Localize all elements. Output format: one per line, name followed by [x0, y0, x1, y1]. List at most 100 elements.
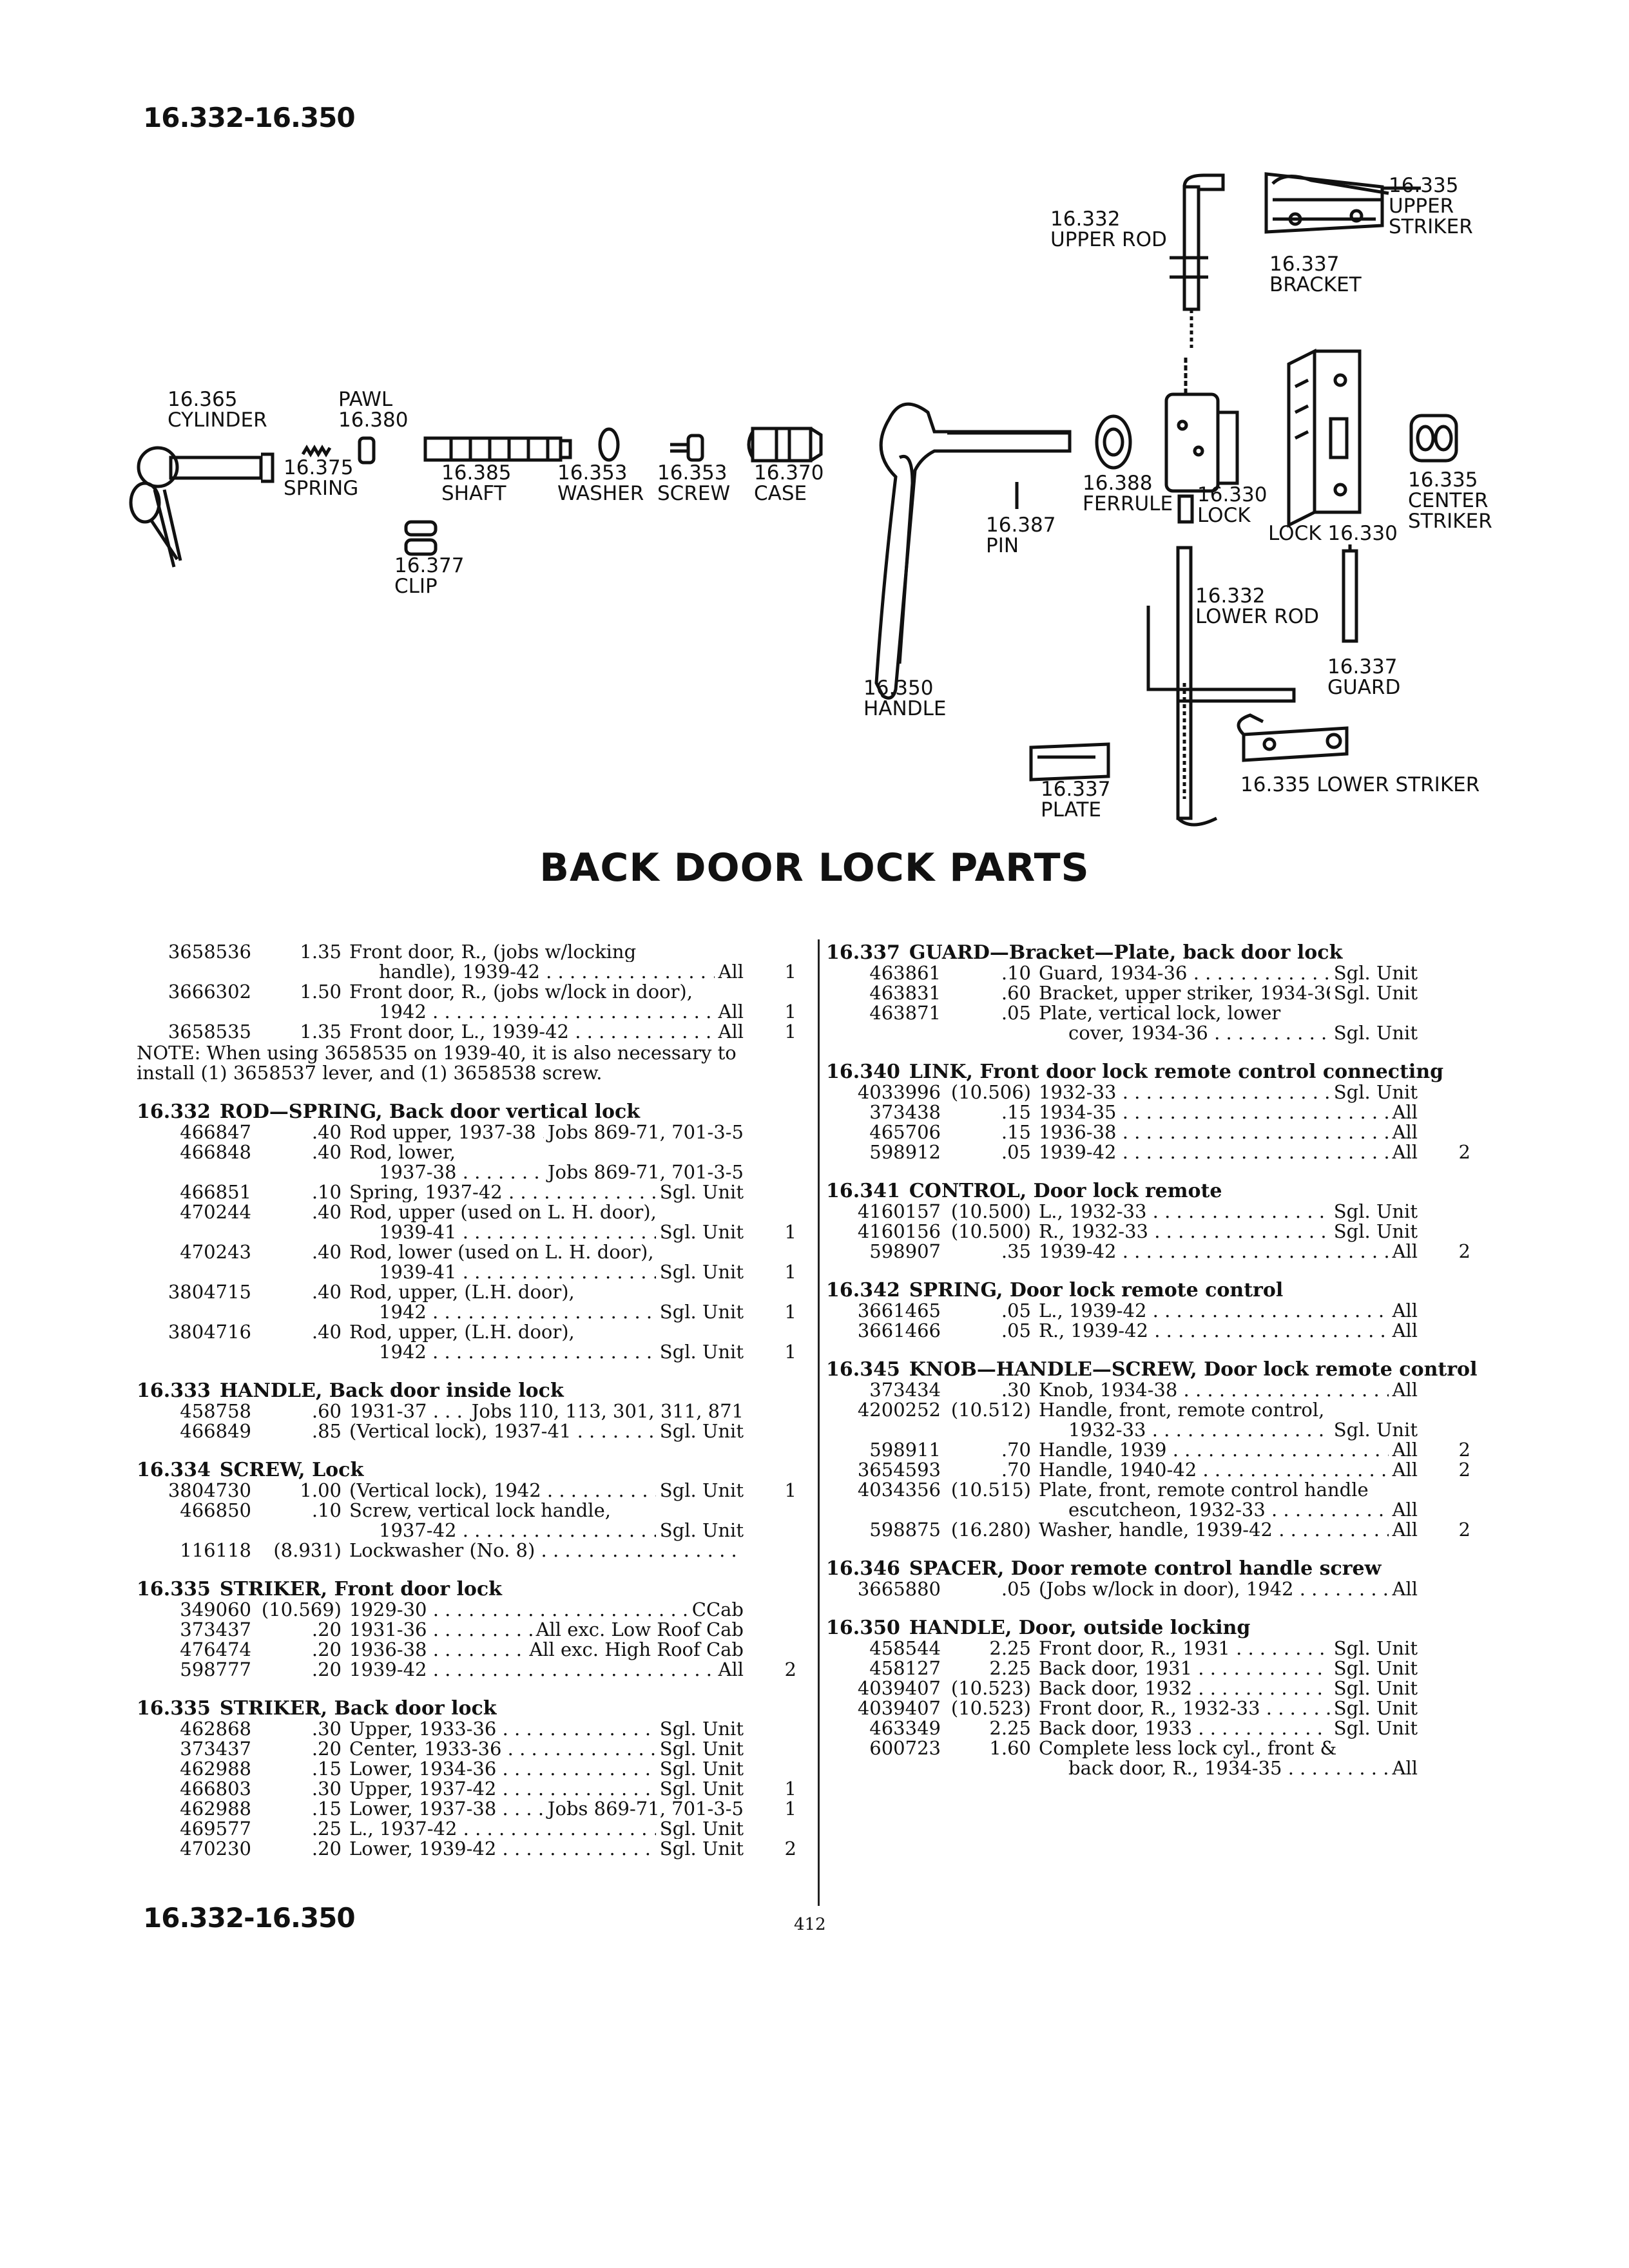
part-description: 1936-38: [349, 1640, 427, 1660]
part-description-cell: 1942 . . . . . . . . . . . . . . . . . .…: [349, 1002, 744, 1022]
part-description-cell: Knob, 1934-38 . . . . . . . . . . . . . …: [1039, 1380, 1418, 1400]
label-washer-num: 16.353: [557, 461, 627, 485]
part-application: All: [1388, 1301, 1418, 1321]
part-description: Lockwasher (No. 8): [349, 1541, 535, 1561]
part-row: 1942 . . . . . . . . . . . . . . . . . .…: [137, 1302, 796, 1322]
part-description-cell: Plate, vertical lock, lower: [1039, 1003, 1418, 1023]
part-price: (10.500): [950, 1220, 1031, 1242]
part-description: 1939-42: [349, 1660, 427, 1680]
screw-drawing: [670, 434, 704, 462]
part-application: All: [1388, 1460, 1418, 1480]
part-row: 4200252(10.512)Handle, front, remote con…: [826, 1400, 1470, 1420]
part-application: All: [1388, 1440, 1418, 1460]
label-spring-name: SPRING: [284, 477, 358, 500]
part-application: Sgl. Unit: [1329, 1639, 1418, 1658]
part-description: Front door, R., (jobs w/lock in door),: [349, 982, 693, 1002]
part-application: Sgl. Unit: [1329, 1082, 1418, 1102]
part-number: 4033996: [857, 1081, 941, 1103]
part-quantity: 1: [784, 1221, 796, 1243]
part-application: CCab: [688, 1600, 744, 1620]
part-application: All: [1388, 1380, 1418, 1400]
part-description: handle), 1939-42: [379, 962, 540, 982]
label-lower-striker: 16.335 LOWER STRIKER: [1240, 773, 1480, 796]
part-number: 116118: [180, 1539, 251, 1561]
part-description: Lower, 1939-42: [349, 1839, 497, 1859]
washer-drawing: [598, 427, 620, 462]
part-row: 4039407(10.523)Back door, 1932 . . . . .…: [826, 1678, 1470, 1698]
part-number: 463831: [869, 982, 941, 1004]
section-number: 16.350: [826, 1617, 900, 1639]
part-number: 469577: [180, 1818, 251, 1840]
part-description-cell: Rod, upper (used on L. H. door),: [349, 1202, 744, 1222]
part-description: 1939-41: [379, 1222, 457, 1242]
label-plate-num: 16.337: [1041, 778, 1110, 801]
part-description: 1934-35: [1039, 1102, 1117, 1122]
part-price: .05: [1001, 1300, 1031, 1321]
label-bracket-num: 16.337: [1269, 253, 1339, 276]
part-description: R., 1939-42: [1039, 1321, 1148, 1341]
part-number: 4039407: [857, 1697, 941, 1719]
part-price: (10.506): [950, 1081, 1031, 1103]
part-description: Back door, 1933: [1039, 1718, 1193, 1738]
part-row: 1942 . . . . . . . . . . . . . . . . . .…: [137, 1342, 796, 1362]
part-number: 463871: [869, 1002, 941, 1024]
label-guard-name: GUARD: [1327, 676, 1400, 699]
part-price: .40: [311, 1141, 342, 1163]
part-price: .40: [311, 1121, 342, 1143]
note-text: NOTE: When using 3658535 on 1939-40, it …: [137, 1042, 737, 1084]
part-application: Sgl. Unit: [1329, 1678, 1418, 1698]
part-description-cell: 1934-35 . . . . . . . . . . . . . . . . …: [1039, 1102, 1418, 1122]
part-price: 1.50: [300, 981, 342, 1003]
dot-leader: . . . . . . . . . . . . . . . . . . . . …: [1122, 1142, 1418, 1162]
part-application: All: [1388, 1520, 1418, 1540]
label-cylinder-num: 16.365: [168, 388, 237, 411]
label-cylinder-name: CYLINDER: [168, 408, 267, 432]
part-price: .20: [311, 1838, 342, 1860]
part-price: .70: [1001, 1459, 1031, 1481]
part-application: All: [1388, 1579, 1418, 1599]
part-description: Washer, handle, 1939-42: [1039, 1520, 1273, 1540]
handle-drawing: [874, 402, 1072, 700]
ferrule-drawing: [1095, 414, 1132, 470]
part-description: Front door, R., 1932-33: [1039, 1698, 1260, 1718]
label-upper-striker-line2: STRIKER: [1389, 215, 1473, 238]
part-description-cell: (Jobs w/lock in door), 1942 . . . . . . …: [1039, 1579, 1418, 1599]
label-spring-num: 16.375: [284, 456, 353, 479]
part-description: back door, R., 1934-35: [1068, 1758, 1282, 1778]
part-number: 458544: [869, 1637, 941, 1659]
part-description: cover, 1934-36: [1068, 1023, 1208, 1043]
part-price: .40: [311, 1321, 342, 1343]
part-description: 1931-36: [349, 1620, 427, 1640]
part-description-cell: 1936-38 . . . . . . . . . . . . . . . . …: [1039, 1122, 1418, 1142]
part-description-cell: Rod, lower,: [349, 1142, 744, 1162]
part-price: (10.569): [261, 1599, 342, 1620]
label-pin-name: PIN: [986, 534, 1019, 557]
part-number: 4160157: [857, 1200, 941, 1222]
part-description: Front door, L., 1939-42: [349, 1022, 570, 1042]
label-bracket-name: BRACKET: [1269, 273, 1362, 296]
part-description: Rod, upper (used on L. H. door),: [349, 1202, 657, 1222]
part-price: (16.280): [950, 1519, 1031, 1541]
part-number: 470244: [180, 1201, 251, 1223]
section-name: CONTROL, Door lock remote: [909, 1180, 1222, 1202]
part-price: (10.523): [950, 1697, 1031, 1719]
part-description: L., 1932-33: [1039, 1202, 1147, 1222]
section-number: 16.341: [826, 1180, 900, 1202]
